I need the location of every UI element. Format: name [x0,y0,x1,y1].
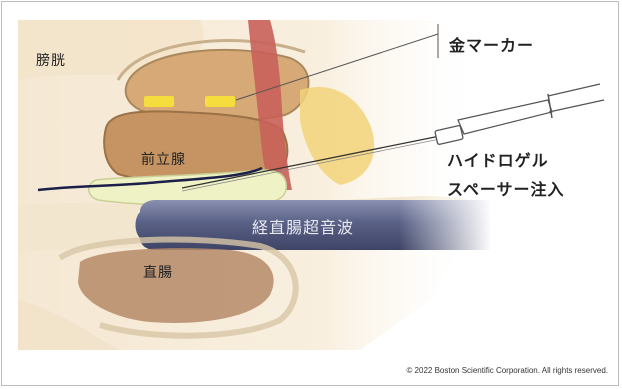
rectum-label: 直腸 [143,262,173,282]
hydrogel-label-line1: ハイドロゲル [447,147,549,171]
copyright-notice: © 2022 Boston Scientific Corporation. Al… [406,366,608,375]
gold-seed-1 [144,96,174,107]
bladder-label: 膀胱 [36,50,66,70]
hydrogel-label-line2: スペーサー注入 [447,176,565,200]
gold-marker-label: 金マーカー [449,32,534,56]
prostate-label: 前立腺 [141,149,186,169]
ultrasound-label: 経直腸超音波 [252,214,354,238]
gold-seed-2 [205,96,235,107]
